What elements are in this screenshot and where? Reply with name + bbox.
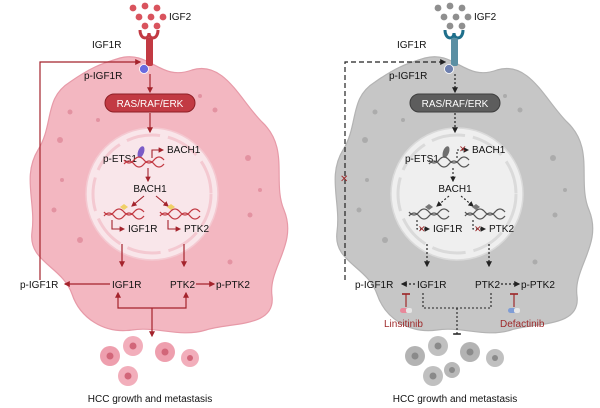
left-igf2-ligands xyxy=(129,2,167,30)
right-nucleus-envelope xyxy=(396,133,518,255)
right-label-ptk2-protein: PTK2 xyxy=(475,280,500,291)
left-label-ptk2-protein: PTK2 xyxy=(170,280,195,291)
right-label-p-igf1r: p-IGF1R xyxy=(389,71,427,82)
left-bach1-binding-ptk2 xyxy=(167,204,175,210)
right-arrow-ptk2-gene xyxy=(472,220,487,232)
left-label-igf1r-protein: IGF1R xyxy=(112,280,141,291)
left-arrow-bach1-to-ptk2-dna xyxy=(155,195,169,207)
defactinib-capsule-icon xyxy=(508,308,520,313)
right-dna-ptk2 xyxy=(464,208,506,220)
right-panel: IGF2 IGF1R p-IGF1R RAS/RAF/ERK p-ETS1 ✕ … xyxy=(334,2,594,405)
left-dna-igf1r xyxy=(103,208,145,220)
right-label-igf1r-gene: IGF1R xyxy=(433,224,462,235)
right-p-ets1-protein xyxy=(442,146,450,158)
left-ras-raf-erk-pill xyxy=(104,93,196,113)
left-nucleus-envelope xyxy=(91,133,213,255)
right-arrow-igf1r-gene xyxy=(416,220,431,232)
left-label-p-ptk2-protein: p-PTK2 xyxy=(216,280,250,291)
left-dna-bach1 xyxy=(123,156,165,168)
right-bach1-binding-igf1r xyxy=(425,204,433,210)
left-arrow-ptk2-gene xyxy=(167,220,182,232)
left-arrow-bach1-to-igf1r-dna xyxy=(131,195,145,207)
left-label-p-igf1r-protein: p-IGF1R xyxy=(20,280,58,291)
right-hcc-cell-cluster xyxy=(405,336,504,386)
left-label-bach1-protein: BACH1 xyxy=(133,184,167,195)
right-label-ras-raf-erk: RAS/RAF/ERK xyxy=(422,99,489,110)
right-label-igf2: IGF2 xyxy=(474,12,497,23)
right-arrow-bach1-to-igf1r-dna xyxy=(436,195,450,207)
right-label-igf1r: IGF1R xyxy=(397,40,426,51)
right-label-outcome: HCC growth and metastasis xyxy=(393,394,518,405)
right-label-igf1r-protein: IGF1R xyxy=(417,280,446,291)
left-bach1-binding-igf1r xyxy=(120,204,128,210)
right-label-bach1-gene: BACH1 xyxy=(472,145,506,156)
left-phosphate-icon xyxy=(139,64,149,74)
right-label-ptk2-gene: PTK2 xyxy=(489,224,514,235)
left-hcc-cell-cluster xyxy=(100,336,199,386)
right-cell-granules xyxy=(356,94,567,265)
linsitinib-capsule-icon xyxy=(400,308,412,313)
right-dna-bach1 xyxy=(428,156,470,168)
left-arrow-bach1-gene xyxy=(151,147,165,158)
right-phosphate-icon xyxy=(444,64,454,74)
right-label-p-ptk2-protein: p-PTK2 xyxy=(521,280,555,291)
right-cross-ptk2: ✕ xyxy=(474,224,482,234)
left-label-ptk2-gene: PTK2 xyxy=(184,224,209,235)
left-label-igf1r: IGF1R xyxy=(92,40,121,51)
right-arrow-bach1-to-ptk2-dna xyxy=(460,195,474,207)
left-igf1r-receptor xyxy=(138,29,160,66)
right-dna-igf1r xyxy=(408,208,450,220)
right-label-p-igf1r-protein: p-IGF1R xyxy=(355,280,393,291)
left-label-p-ets1: p-ETS1 xyxy=(103,154,137,165)
left-dna-ptk2 xyxy=(159,208,201,220)
left-label-p-igf1r: p-IGF1R xyxy=(84,71,122,82)
right-label-p-ets1: p-ETS1 xyxy=(405,154,439,165)
right-bach1-binding-ptk2 xyxy=(472,204,480,210)
left-cell-granules xyxy=(51,94,262,265)
right-label-linsitinib: Linsitinib xyxy=(384,319,423,330)
left-label-bach1-gene: BACH1 xyxy=(167,145,201,156)
left-label-igf2: IGF2 xyxy=(169,12,192,23)
left-arrow-igf1r-gene xyxy=(111,220,126,232)
right-cross-igf1r: ✕ xyxy=(418,224,426,234)
left-feedback-loop xyxy=(39,59,142,280)
right-igf2-ligands xyxy=(434,2,472,30)
right-cross-bach1: ✕ xyxy=(459,144,467,154)
left-label-ras-raf-erk: RAS/RAF/ERK xyxy=(117,99,184,110)
right-cross-feedback: ✕ xyxy=(340,174,348,185)
left-label-outcome: HCC growth and metastasis xyxy=(88,394,213,405)
right-arrow-bach1-gene xyxy=(456,147,470,158)
left-panel: IGF2 IGF1R p-IGF1R RAS/RAF/ERK p-ETS1 BA… xyxy=(20,2,289,405)
right-ras-raf-erk-pill xyxy=(409,93,501,113)
right-label-defactinib: Defactinib xyxy=(500,319,545,330)
right-feedback-loop xyxy=(344,59,447,280)
left-label-igf1r-gene: IGF1R xyxy=(128,224,157,235)
right-igf1r-receptor xyxy=(443,29,465,66)
right-label-bach1-protein: BACH1 xyxy=(438,184,472,195)
left-p-ets1-protein xyxy=(137,146,145,158)
